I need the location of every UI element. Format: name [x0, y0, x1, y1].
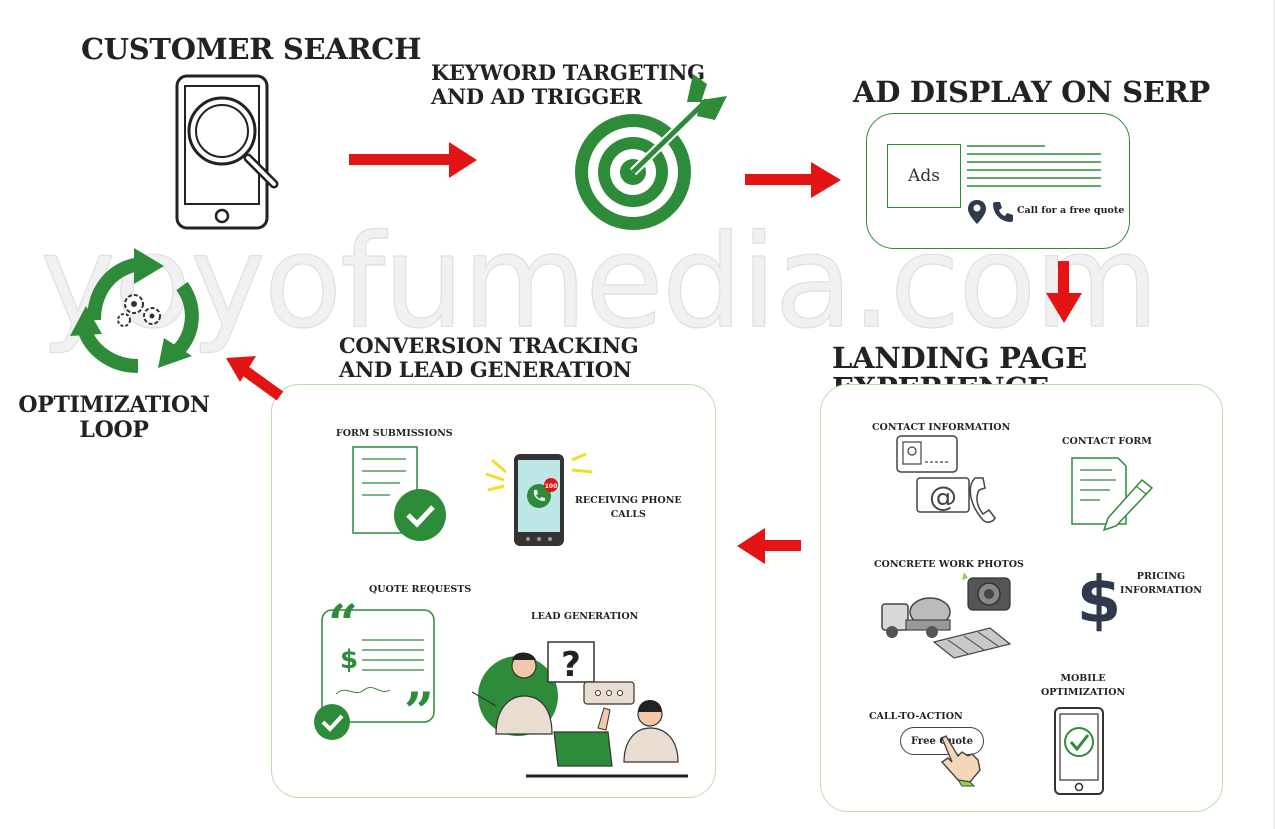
label-call-to-action: CALL-TO-ACTION: [869, 711, 963, 722]
location-pin-icon: [968, 200, 986, 224]
ad-cta-text: Call for a free quote: [1017, 205, 1125, 216]
flow-arrow-up-left: [226, 356, 284, 401]
ad-text-lines: [967, 145, 1101, 187]
svg-text:@: @: [929, 480, 957, 513]
label-lead-generation: LEAD GENERATION: [531, 611, 639, 622]
svg-text:$: $: [1077, 564, 1122, 638]
pointing-hand-icon: [940, 735, 981, 787]
title-ad-display: AD DISPLAY ON SERP: [853, 75, 1210, 109]
question-mark: ?: [561, 645, 581, 685]
contact-form-pencil-icon: [1071, 457, 1154, 532]
svg-text:”: ”: [404, 682, 434, 743]
smartphone-search-icon: [175, 74, 279, 230]
mobile-check-icon: [1054, 707, 1104, 795]
optimization-loop-recycle-icon: [70, 248, 199, 373]
label-mobile-optimization: MOBILE OPTIMIZATION: [1041, 673, 1126, 698]
concrete-truck-camera-icon: [881, 572, 1012, 659]
target-dart-icon: [575, 74, 727, 230]
label-pricing-information: PRICING INFORMATION: [1120, 571, 1202, 596]
flow-arrow-left-1: [737, 528, 801, 564]
phone-icon: [993, 202, 1013, 222]
title-keyword-targeting: KEYWORD TARGETING AND AD TRIGGER: [431, 60, 705, 110]
label-contact-form: CONTACT FORM: [1062, 436, 1152, 447]
lead-generation-people-icon: ?: [471, 641, 688, 778]
label-concrete-work-photos: CONCRETE WORK PHOTOS: [874, 559, 1024, 570]
free-quote-button[interactable]: Free Quote: [900, 727, 984, 755]
svg-text:$: $: [340, 645, 358, 675]
label-form-submissions: FORM SUBMISSIONS: [336, 428, 453, 439]
label-contact-information: CONTACT INFORMATION: [872, 422, 1011, 433]
form-check-icon: [352, 446, 446, 541]
ads-thumbnail: Ads: [887, 144, 961, 208]
contact-card-icon: @: [896, 435, 996, 523]
flow-arrow-down: [1046, 261, 1082, 323]
flow-arrow-right-2: [745, 162, 841, 198]
svg-text:“: “: [328, 594, 358, 655]
landing-page-panel: [820, 384, 1223, 812]
title-conversion-tracking: CONVERSION TRACKING AND LEAD GENERATION: [339, 333, 639, 383]
call-badge-count: 100: [545, 483, 558, 490]
label-quote-requests: QUOTE REQUESTS: [369, 584, 472, 595]
title-optimization-loop: OPTIMIZATION LOOP: [18, 392, 210, 444]
serp-ad-card: Ads Call for a free quote: [866, 113, 1130, 249]
title-customer-search: CUSTOMER SEARCH: [81, 32, 422, 66]
label-receiving-phone-calls: RECEIVING PHONE CALLS: [575, 495, 682, 520]
dollar-sign-icon: $: [1077, 564, 1122, 638]
quote-request-icon: “ ” $: [314, 594, 435, 743]
flow-arrow-right-1: [349, 142, 477, 178]
smartphone-call-icon: 100: [485, 452, 593, 546]
